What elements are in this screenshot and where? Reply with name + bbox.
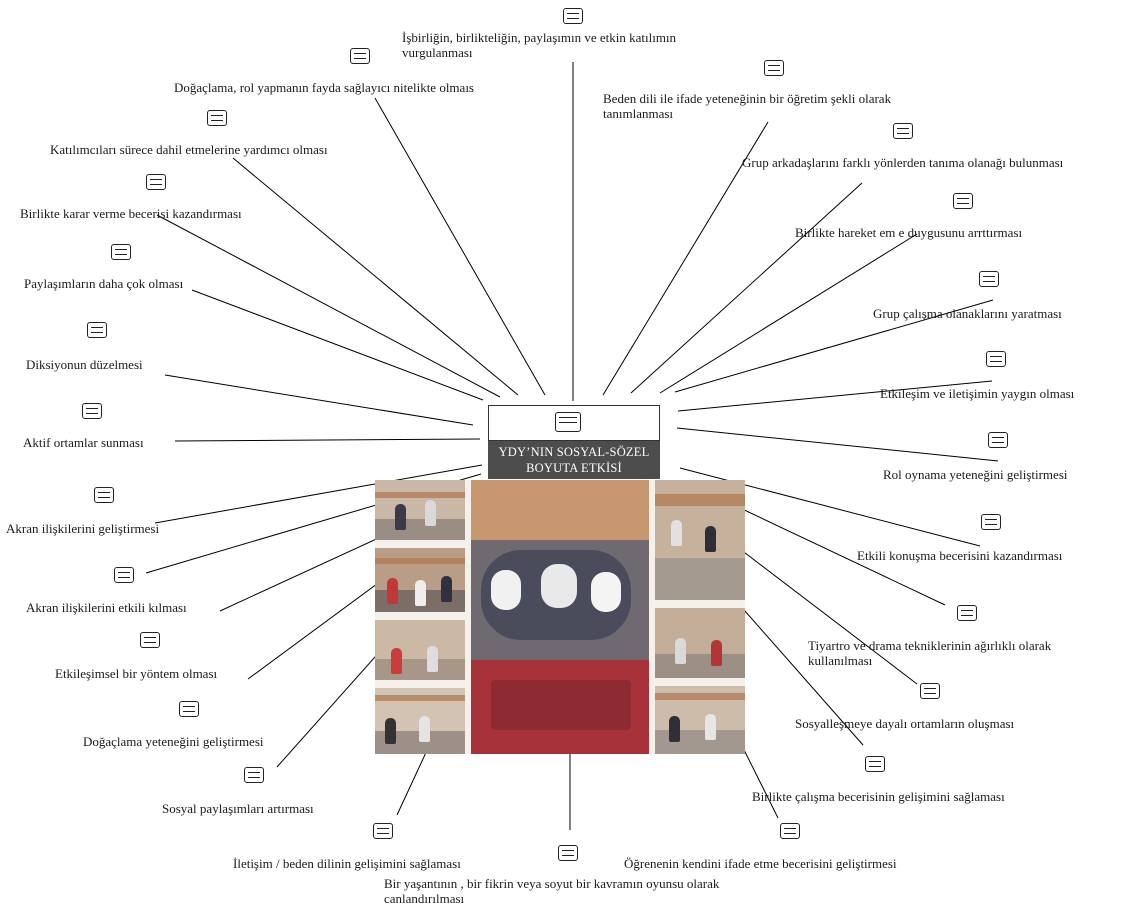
connector-n14: [154, 464, 483, 524]
node-label: Doğaçlama yeteneğini geliştirmesi: [83, 734, 264, 749]
node-label: Sosyalleşmeye dayalı ortamların oluşması: [795, 716, 1015, 731]
connector-n11: [677, 380, 993, 412]
connector-n7: [659, 233, 918, 394]
memo-icon[interactable]: [244, 767, 264, 783]
node-label: Katılımcıları sürece dahil etmelerine ya…: [50, 142, 328, 157]
photo-tile: [375, 548, 465, 612]
memo-icon[interactable]: [111, 244, 131, 260]
connector-n10: [164, 374, 474, 426]
node-label: Doğaçlama, rol yapmanın fayda sağlayıcı …: [174, 80, 474, 95]
memo-icon[interactable]: [957, 605, 977, 621]
memo-icon[interactable]: [350, 48, 370, 64]
connector-n6: [156, 214, 501, 398]
connector-n3: [602, 121, 769, 396]
memo-icon[interactable]: [207, 110, 227, 126]
memo-icon[interactable]: [893, 123, 913, 139]
photo-tile: [375, 480, 465, 540]
connector-n2: [374, 97, 546, 396]
node-label: Grup arkadaşlarını farklı yönlerden tanı…: [742, 155, 1064, 170]
memo-icon[interactable]: [179, 701, 199, 717]
photo-tile: [655, 608, 745, 678]
node-label: Paylaşımların daha çok olması: [24, 276, 184, 291]
connector-n4: [232, 157, 519, 396]
node-label: Sosyal paylaşımları artırması: [162, 801, 314, 816]
center-title-line2: BOYUTA ETKİSİ: [526, 461, 622, 475]
memo-icon[interactable]: [865, 756, 885, 772]
node-label: Rol oynama yeteneğini geliştirmesi: [883, 467, 1068, 482]
memo-icon[interactable]: [87, 322, 107, 338]
node-label: Diksiyonun düzelmesi: [26, 357, 143, 372]
memo-icon[interactable]: [953, 193, 973, 209]
memo-icon[interactable]: [920, 683, 940, 699]
node-label: Akran ilişkilerini geliştirmesi: [6, 521, 160, 536]
memo-icon[interactable]: [140, 632, 160, 648]
node-label: Bir yaşantının , bir fikrin veya soyut b…: [384, 876, 720, 906]
connector-n8: [191, 289, 484, 401]
memo-icon[interactable]: [981, 514, 1001, 530]
node-label: Etkileşimsel bir yöntem olması: [55, 666, 218, 681]
memo-icon[interactable]: [979, 271, 999, 287]
connector-n5: [630, 182, 863, 394]
memo-icon[interactable]: [563, 8, 583, 24]
node-label: Etkileşim ve iletişimin yaygın olması: [880, 386, 1075, 401]
memo-icon[interactable]: [558, 845, 578, 861]
memo-icon[interactable]: [780, 823, 800, 839]
photo-tile: [655, 480, 745, 600]
memo-icon[interactable]: [555, 412, 581, 432]
memo-icon[interactable]: [114, 567, 134, 583]
memo-icon[interactable]: [146, 174, 166, 190]
connector-n9: [674, 299, 994, 393]
node-label: Tiyartro ve drama tekniklerinin ağırlıkl…: [808, 638, 1052, 668]
node-label: Aktif ortamlar sunması: [23, 435, 144, 450]
node-label: Öğrenenin kendini ifade etme becerisini …: [624, 856, 897, 871]
node-label: Birlikte karar verme becerisi kazandırma…: [20, 206, 242, 221]
photo-tile: [375, 620, 465, 680]
node-label: Beden dili ile ifade yeteneğinin bir öğr…: [603, 91, 892, 121]
node-label: Akran ilişkilerini etkili kılması: [26, 600, 187, 615]
connector-n12: [174, 438, 481, 442]
node-label: Etkili konuşma becerisini kazandırması: [857, 548, 1063, 563]
memo-icon[interactable]: [373, 823, 393, 839]
memo-icon[interactable]: [988, 432, 1008, 448]
center-node-title: YDY’NIN SOSYAL-SÖZEL BOYUTA ETKİSİ: [488, 441, 660, 479]
memo-icon[interactable]: [986, 351, 1006, 367]
memo-icon[interactable]: [764, 60, 784, 76]
connector-n13: [676, 427, 999, 462]
center-node-box[interactable]: [488, 405, 660, 441]
classroom-photo-collage: [375, 480, 745, 754]
photo-tile: [655, 686, 745, 754]
memo-icon[interactable]: [82, 403, 102, 419]
node-label: Birlikte hareket em e duygusunu arrttırm…: [795, 225, 1023, 240]
node-label: İletişim / beden dilinin gelişimini sağl…: [233, 856, 461, 871]
node-label: Birlikte çalışma becerisinin gelişimini …: [752, 789, 1005, 804]
node-label: Grup çalışma olanaklarını yaratması: [873, 306, 1062, 321]
photo-tile-main: [471, 480, 649, 754]
photo-tile: [375, 688, 465, 754]
center-title-line1: YDY’NIN SOSYAL-SÖZEL: [498, 445, 650, 459]
node-label: İşbirliğin, birlikteliğin, paylaşımın ve…: [402, 30, 677, 60]
memo-icon[interactable]: [94, 487, 114, 503]
